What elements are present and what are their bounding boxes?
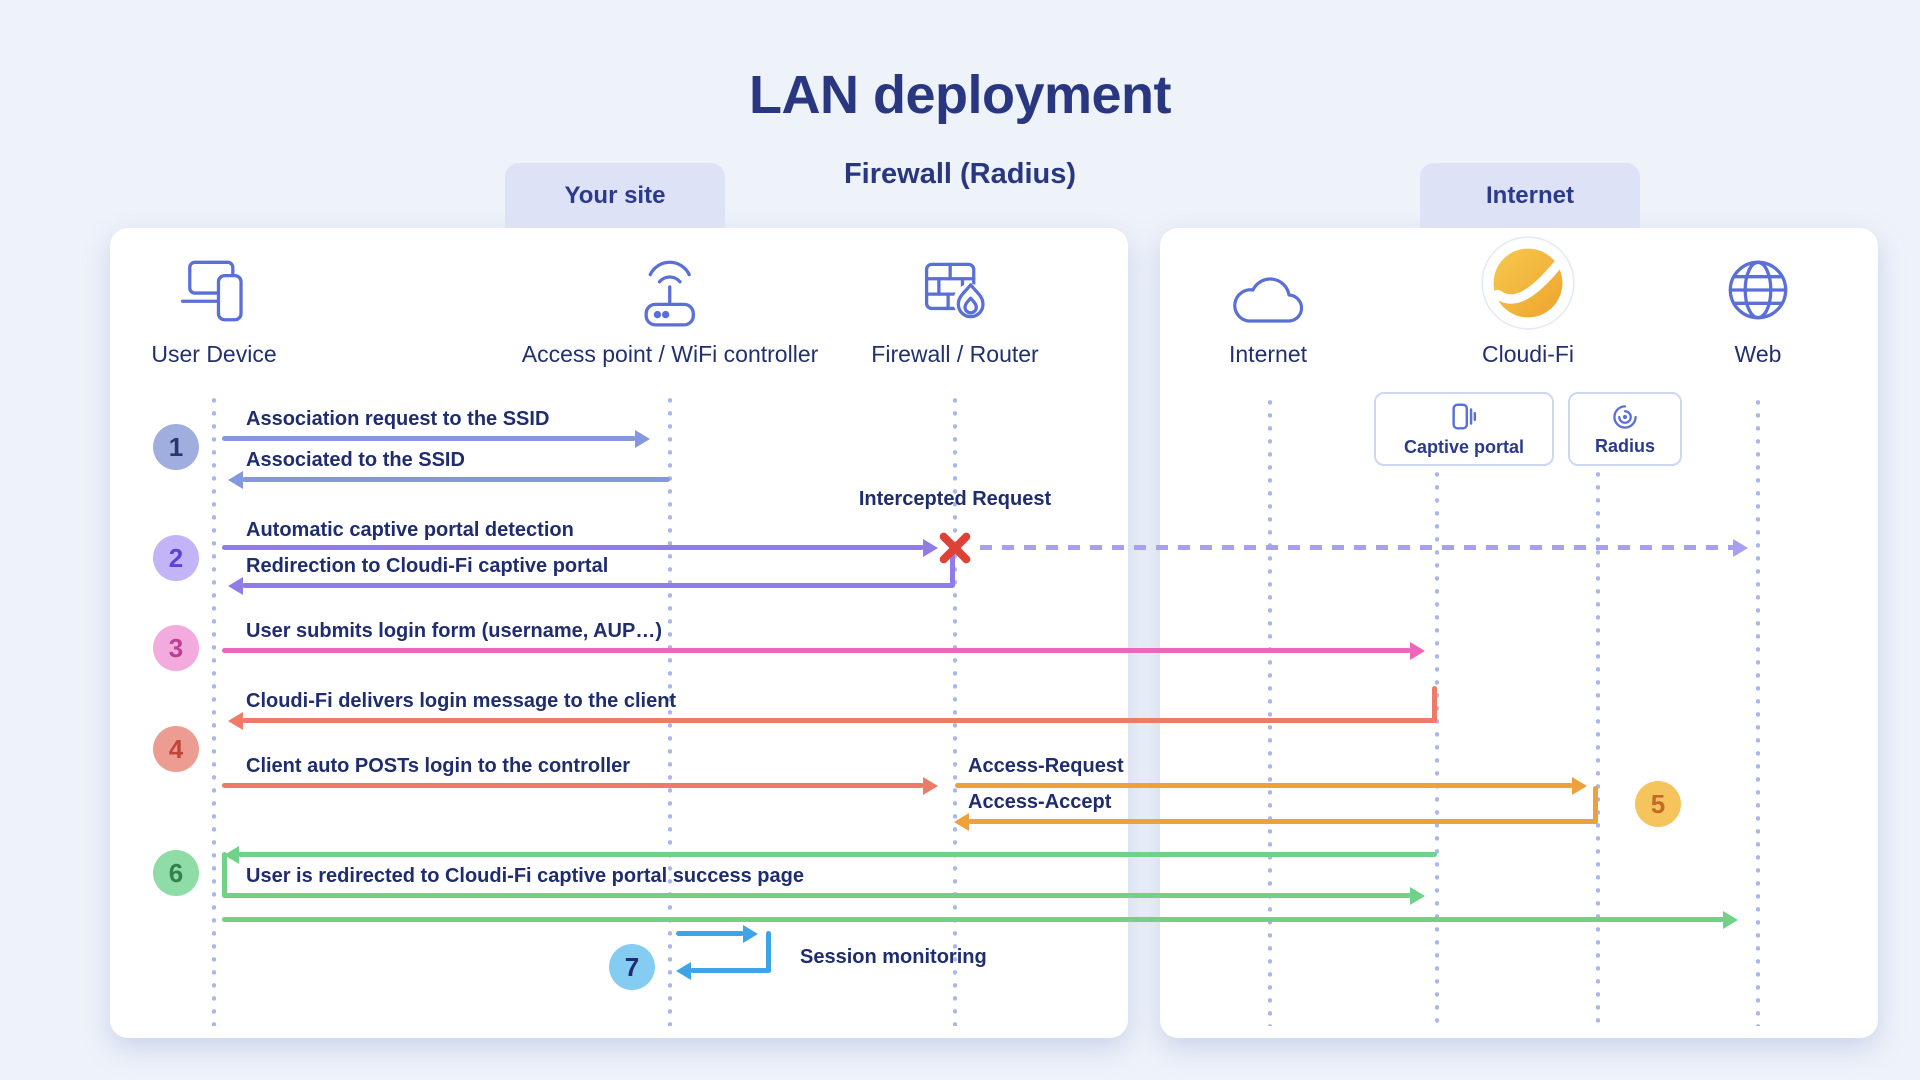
- lifeline-captive-portal: [1435, 472, 1439, 1026]
- label-auto-post: Client auto POSTs login to the controlle…: [246, 755, 631, 777]
- tab-your-site-label: Your site: [564, 181, 666, 209]
- page-subtitle: Firewall (Radius): [843, 158, 1077, 190]
- red-x-icon: [936, 529, 974, 567]
- arrow-success-page: [222, 893, 1411, 898]
- step-badge-1: 1: [153, 424, 199, 470]
- step-badge-4: 4: [153, 726, 199, 772]
- actor-firewall: Firewall / Router: [871, 236, 1039, 368]
- actor-access-point-label: Access point / WiFi controller: [521, 341, 819, 367]
- arrow-association-request: [222, 436, 636, 441]
- arrow-session-back: [690, 968, 771, 973]
- label-success-page: User is redirected to Cloudi-Fi captive …: [246, 865, 804, 887]
- elbow-login-msg: [1432, 686, 1437, 722]
- step-badge-6: 6: [153, 850, 199, 896]
- label-access-request: Access-Request: [968, 755, 1124, 777]
- laptop-phone-icon: [173, 249, 255, 331]
- actor-web: Web: [1717, 236, 1799, 368]
- panel-your-site: [110, 228, 1128, 1038]
- actor-internet: Internet: [1224, 236, 1312, 368]
- label-intercepted-request: Intercepted Request: [858, 488, 1052, 510]
- actor-user-device: User Device: [151, 236, 277, 368]
- lifeline-firewall: [953, 398, 957, 1026]
- tab-your-site: Your site: [505, 163, 725, 228]
- step-badge-7: 7: [609, 944, 655, 990]
- cloudifi-logo-icon: [1480, 235, 1576, 331]
- label-login-form: User submits login form (username, AUP…): [246, 620, 662, 642]
- lifeline-web: [1756, 400, 1760, 1026]
- phone-signal-icon: [1448, 401, 1480, 433]
- globe-icon: [1717, 249, 1799, 331]
- arrow-auto-post: [222, 783, 924, 788]
- cloud-icon: [1224, 261, 1312, 331]
- target-swirl-icon: [1610, 402, 1640, 432]
- step-badge-3: 3: [153, 625, 199, 671]
- label-redirect: Redirection to Cloudi-Fi captive portal: [246, 555, 609, 577]
- actor-cloudifi: Cloudi-Fi: [1480, 236, 1576, 368]
- lifeline-internet: [1268, 400, 1272, 1026]
- arrow-success-return: [238, 852, 1437, 857]
- arrow-web-access: [222, 917, 1724, 922]
- service-radius-label: Radius: [1594, 435, 1655, 456]
- lifeline-radius: [1596, 472, 1600, 1026]
- step-badge-5: 5: [1635, 781, 1681, 827]
- service-box-captive-portal: Captive portal: [1374, 392, 1554, 466]
- tab-internet-label: Internet: [1485, 181, 1574, 209]
- actor-internet-label: Internet: [1229, 341, 1307, 367]
- service-captive-portal-label: Captive portal: [1403, 436, 1525, 457]
- tab-internet: Internet: [1420, 163, 1640, 228]
- elbow-success: [222, 852, 227, 897]
- actor-cloudifi-label: Cloudi-Fi: [1481, 341, 1575, 367]
- arrow-login-msg: [242, 718, 1437, 723]
- elbow-redirect: [950, 549, 955, 587]
- arrow-access-accept: [968, 819, 1598, 824]
- arrow-associated: [242, 477, 670, 482]
- label-session-monitoring: Session monitoring: [800, 946, 987, 968]
- elbow-access-accept: [1593, 786, 1598, 824]
- actor-web-label: Web: [1734, 341, 1782, 367]
- step-badge-2: 2: [153, 535, 199, 581]
- arrow-login-form: [222, 648, 1411, 653]
- arrow-redirect: [242, 583, 955, 588]
- service-box-radius: Radius: [1568, 392, 1682, 466]
- page-title: LAN deployment: [748, 65, 1172, 125]
- lifeline-user-device: [212, 398, 216, 1026]
- label-associated: Associated to the SSID: [246, 449, 465, 471]
- elbow-session: [766, 931, 771, 973]
- arrow-captive-detection: [222, 545, 924, 550]
- actor-user-device-label: User Device: [151, 341, 277, 367]
- actor-firewall-label: Firewall / Router: [871, 341, 1039, 367]
- label-association-request: Association request to the SSID: [246, 408, 550, 430]
- arrow-access-request: [955, 783, 1573, 788]
- actor-access-point: Access point / WiFi controller: [521, 236, 819, 368]
- label-captive-detection: Automatic captive portal detection: [246, 519, 574, 541]
- label-login-msg: Cloudi-Fi delivers login message to the …: [246, 690, 677, 712]
- wifi-router-icon: [629, 249, 711, 331]
- lifeline-access-point: [668, 398, 672, 1026]
- label-access-accept: Access-Accept: [968, 791, 1112, 813]
- arrow-intercepted-dashed: [980, 545, 1734, 550]
- brick-wall-flame-icon: [914, 249, 996, 331]
- arrow-session-out: [676, 931, 744, 936]
